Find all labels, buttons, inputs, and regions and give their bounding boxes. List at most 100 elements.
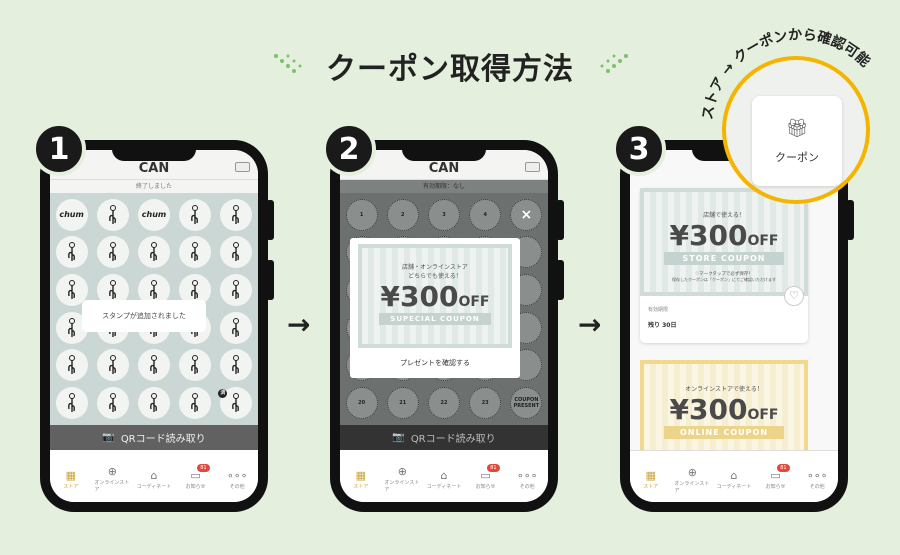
coupon-caption: 店舗で使える！ bbox=[703, 212, 745, 219]
tab-label: コーディネート bbox=[426, 483, 462, 490]
tab-icon: ▭ bbox=[190, 468, 201, 482]
callout-text: ストア → クーポンから確認可能 bbox=[700, 27, 874, 121]
tab-2[interactable]: ⌂コーディネート bbox=[136, 469, 172, 490]
notification-badge: 81 bbox=[777, 464, 790, 472]
tab-label: コーディネート bbox=[716, 484, 752, 490]
stamp-slot: 22 bbox=[427, 387, 460, 420]
stamp bbox=[137, 387, 170, 420]
stamp bbox=[137, 236, 170, 269]
step-number-1: 1 bbox=[32, 122, 86, 176]
tab-icon: ⊕ bbox=[687, 465, 697, 479]
app-title: CAN bbox=[428, 161, 460, 176]
tab-1[interactable]: ⊕オンラインストア bbox=[674, 466, 710, 494]
tab-icon: ▭ bbox=[480, 468, 491, 482]
stamp: chum bbox=[55, 198, 88, 231]
tab-icon: ∘∘∘ bbox=[226, 468, 248, 482]
dots-decoration-right bbox=[600, 54, 628, 73]
coupon-amount: ¥300OFF bbox=[380, 280, 490, 313]
stamp bbox=[179, 349, 212, 382]
stamp bbox=[179, 198, 212, 231]
stamp-slot: 3 bbox=[427, 198, 460, 231]
tab-icon: ⌂ bbox=[730, 469, 738, 482]
tab-icon: ⊕ bbox=[397, 465, 407, 478]
camera-icon: 📷 bbox=[392, 432, 405, 443]
coupon-caption: 店舗・オンラインストア bbox=[402, 264, 468, 271]
stamp-slot: 1 bbox=[345, 198, 378, 231]
tab-label: その他 bbox=[809, 484, 825, 490]
stamp-slot: 2 bbox=[386, 198, 419, 231]
dots-decoration-left bbox=[274, 54, 302, 73]
tab-2[interactable]: ⌂コーディネート bbox=[426, 469, 462, 490]
qr-scan-button[interactable]: 📷QRコード読み取り bbox=[50, 425, 258, 450]
tab-1[interactable]: ⊕ オンラインストア bbox=[384, 465, 420, 493]
tab-2[interactable]: ⌂ コーディネート bbox=[716, 469, 752, 490]
coupon-menu-label: クーポン bbox=[775, 150, 819, 164]
tab-icon: ▭ bbox=[770, 469, 781, 482]
tab-3[interactable]: ▭お知らせ 81 bbox=[178, 463, 214, 490]
stamp-slot: 4 bbox=[469, 198, 502, 231]
camera-icon: 📷 bbox=[102, 432, 115, 443]
store-coupon-card[interactable]: 店舗で使える！ ¥300OFF STORE COUPON ♡マークタップで必ず保… bbox=[640, 188, 808, 343]
coupon-ribbon: ONLINE COUPON bbox=[664, 426, 784, 439]
gift-icon: 🎁︎ bbox=[785, 117, 809, 139]
tab-1[interactable]: ⊕オンラインストア bbox=[94, 465, 130, 493]
step-number-3: 3 bbox=[612, 122, 666, 176]
coupon-menu-button[interactable]: 🎁︎ クーポン bbox=[752, 96, 842, 186]
tab-label: コーディネート bbox=[136, 483, 172, 490]
toast-message: スタンプが追加されました bbox=[82, 300, 206, 332]
member-card-icon[interactable] bbox=[525, 162, 540, 172]
tab-4[interactable]: ∘∘∘その他 bbox=[509, 469, 545, 490]
stamp bbox=[96, 236, 129, 269]
tab-label: お知らせ bbox=[185, 483, 206, 490]
special-coupon: 店舗・オンラインストア どちらでも使える！ ¥300OFF SUPECIAL C… bbox=[358, 244, 512, 348]
step-number-2: 2 bbox=[322, 122, 376, 176]
member-card-icon[interactable] bbox=[235, 162, 250, 172]
close-button[interactable]: × bbox=[510, 198, 543, 231]
tab-label: お知らせ bbox=[765, 484, 786, 490]
stamp bbox=[137, 349, 170, 382]
status-text: 終了しました bbox=[135, 183, 172, 190]
stamp: 済 bbox=[218, 387, 253, 420]
phone-step-3: 店舗で使える！ ¥300OFF STORE COUPON ♡マークタップで必ず保… bbox=[620, 140, 854, 512]
coupon-caption-2: どちらでも使える！ bbox=[408, 273, 462, 280]
notification-badge: 81 bbox=[197, 463, 210, 472]
tab-icon: ∘∘∘ bbox=[806, 469, 828, 482]
favorite-heart-button[interactable]: ♡ bbox=[784, 286, 804, 306]
qr-scan-button[interactable]: 📷QRコード読み取り bbox=[340, 425, 548, 450]
stamp-badge: 済 bbox=[218, 389, 228, 399]
tab-3[interactable]: ▭ お知らせ 81 bbox=[758, 464, 794, 490]
tab-0[interactable]: ▦ストア bbox=[343, 469, 379, 490]
tab-4[interactable]: ∘∘∘ その他 bbox=[799, 469, 835, 490]
tab-label: オンラインストア bbox=[384, 480, 420, 493]
stamp-slot: 21 bbox=[386, 387, 419, 420]
tab-label: ストア bbox=[353, 483, 369, 490]
coupon-ribbon: STORE COUPON bbox=[664, 252, 784, 265]
coupon-note: ♡マークタップで必ず保存！ bbox=[695, 272, 753, 277]
tab-bar: ▦ストア⊕オンラインストア ⌂コーディネート ▭お知らせ 81 ∘∘∘その他 bbox=[50, 450, 258, 502]
stamp bbox=[220, 274, 253, 307]
tab-4[interactable]: ∘∘∘その他 bbox=[219, 469, 255, 490]
validity-label: 有効期限 bbox=[648, 307, 669, 313]
coupon-amount: ¥300OFF bbox=[669, 393, 779, 426]
validity-value: 残り 30日 bbox=[648, 322, 677, 329]
tab-label: オンラインストア bbox=[674, 480, 710, 494]
stamp bbox=[96, 387, 129, 420]
tab-icon: ⌂ bbox=[440, 468, 448, 482]
tab-icon: ▦ bbox=[355, 468, 366, 482]
stamp bbox=[179, 236, 212, 269]
arrow-icon: → bbox=[287, 308, 311, 341]
stamp bbox=[55, 387, 88, 420]
stamp-slot: 23 bbox=[469, 387, 502, 420]
tab-icon: ▦ bbox=[65, 468, 76, 482]
tab-icon: ∘∘∘ bbox=[516, 468, 538, 482]
view-present-button[interactable]: プレゼントを確認する bbox=[400, 359, 470, 367]
status-text: 有効期限：なし bbox=[340, 180, 548, 193]
svg-text:ストア → クーポンから確認可能: ストア → クーポンから確認可能 bbox=[700, 27, 874, 121]
tab-0[interactable]: ▦ストア bbox=[633, 469, 669, 490]
tab-0[interactable]: ▦ストア bbox=[53, 469, 89, 490]
stamp: chum bbox=[137, 198, 170, 231]
